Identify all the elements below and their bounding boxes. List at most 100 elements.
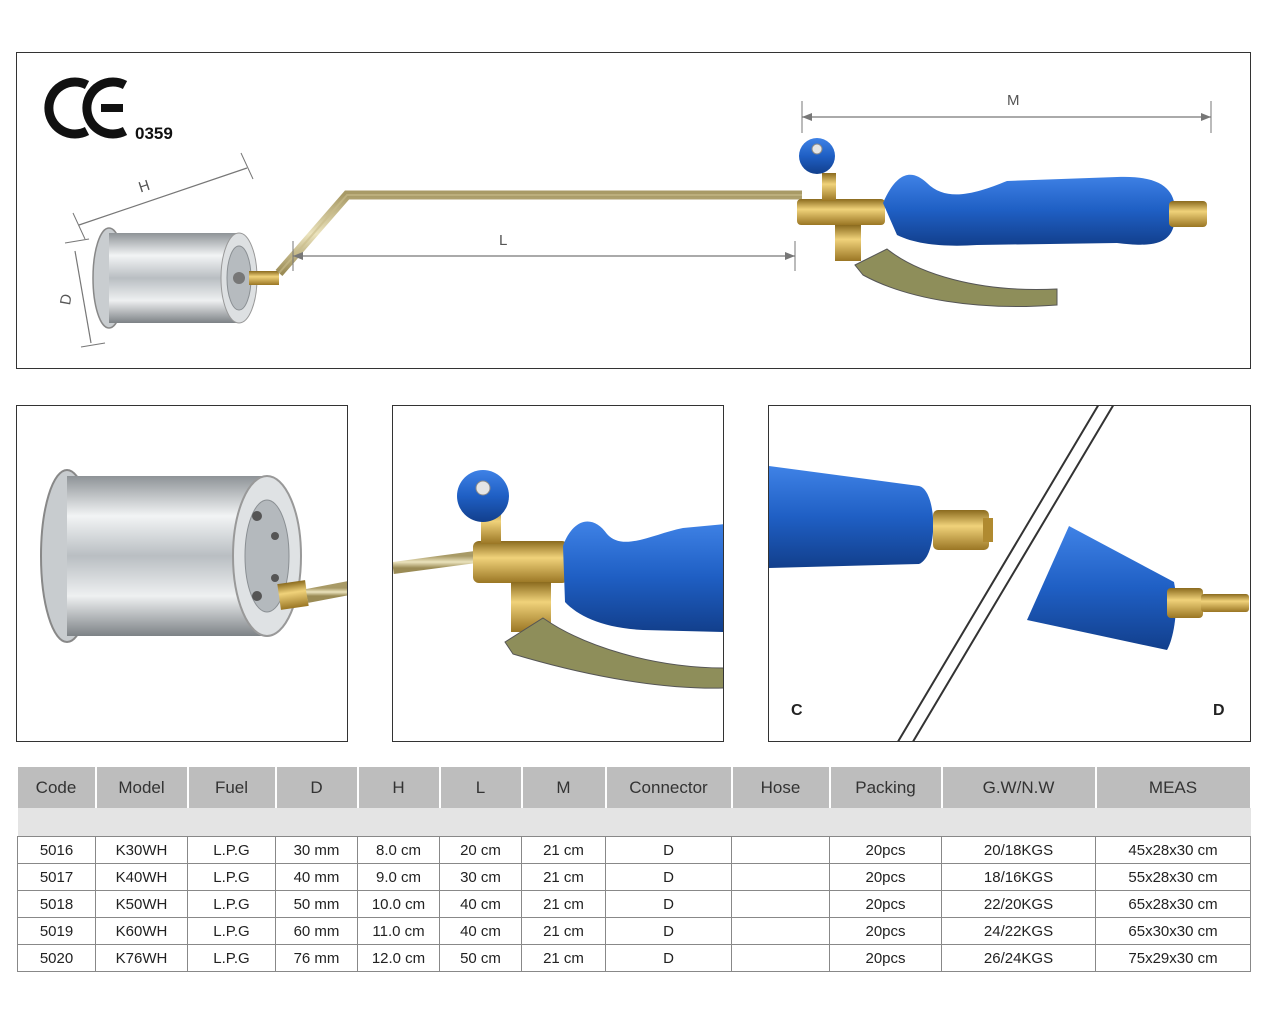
hose-connector (1169, 201, 1207, 227)
cell-model: K60WH (95, 917, 188, 945)
table-row: 5018 K50WH L.P.G 50 mm 10.0 cm 40 cm 21 … (17, 890, 1251, 918)
cell-m: 21 cm (521, 836, 606, 864)
header-connector: Connector (605, 767, 733, 808)
cell-l: 30 cm (439, 863, 522, 891)
dim-l-label: L (499, 232, 507, 249)
header-gw-nw: G.W/N.W (941, 767, 1097, 808)
product-overview-panel: 0359 H D (16, 52, 1251, 369)
connector-detail-panel: C D (768, 405, 1251, 742)
cell-d: 40 mm (275, 863, 358, 891)
table-row: 5019 K60WH L.P.G 60 mm 11.0 cm 40 cm 21 … (17, 917, 1251, 945)
dimension-h: H (72, 152, 254, 240)
cell-fuel: L.P.G (187, 836, 276, 864)
cell-model: K76WH (95, 944, 188, 972)
cell-model: K40WH (95, 863, 188, 891)
cell-model: K50WH (95, 890, 188, 918)
cell-code: 5020 (17, 944, 96, 972)
cell-h: 11.0 cm (357, 917, 440, 945)
cell-connector: D (605, 917, 732, 945)
burner-detail-panel (16, 405, 348, 742)
cell-m: 21 cm (521, 944, 606, 972)
trigger-lever (854, 248, 1058, 307)
header-model: Model (95, 767, 189, 808)
cell-m: 21 cm (521, 917, 606, 945)
header-h: H (357, 767, 441, 808)
valve-detail-panel (392, 405, 724, 742)
cell-d: 50 mm (275, 890, 358, 918)
header-m: M (521, 767, 607, 808)
dim-m-label: M (1007, 92, 1020, 109)
table-row: 5017 K40WH L.P.G 40 mm 9.0 cm 30 cm 21 c… (17, 863, 1251, 891)
cell-h: 12.0 cm (357, 944, 440, 972)
cell-fuel: L.P.G (187, 890, 276, 918)
specification-table: Code Model Fuel D H L M Connector Hose P… (17, 767, 1252, 972)
cell-d: 76 mm (275, 944, 358, 972)
cell-d: 60 mm (275, 917, 358, 945)
cell-model: K30WH (95, 836, 188, 864)
cell-gw-nw: 24/22KGS (941, 917, 1096, 945)
cell-code: 5016 (17, 836, 96, 864)
table-row: 5016 K30WH L.P.G 30 mm 8.0 cm 20 cm 21 c… (17, 836, 1251, 864)
cell-packing: 20pcs (829, 944, 942, 972)
header-hose: Hose (731, 767, 831, 808)
cell-l: 40 cm (439, 917, 522, 945)
cell-gw-nw: 26/24KGS (941, 944, 1096, 972)
cell-h: 8.0 cm (357, 836, 440, 864)
detail-label-c: C (791, 702, 803, 719)
cell-l: 40 cm (439, 890, 522, 918)
header-l: L (439, 767, 523, 808)
cell-connector: D (605, 944, 732, 972)
valve-detail-image (393, 470, 723, 689)
cell-meas: 55x28x30 cm (1095, 863, 1251, 891)
detail-label-d: D (1213, 702, 1225, 719)
dimension-l: L (292, 232, 796, 271)
table-row: 5020 K76WH L.P.G 76 mm 12.0 cm 50 cm 21 … (17, 944, 1251, 972)
cell-hose (731, 863, 830, 891)
torch-diagram: 0359 H D (44, 77, 1212, 348)
cell-h: 9.0 cm (357, 863, 440, 891)
cell-meas: 75x29x30 cm (1095, 944, 1251, 972)
cell-fuel: L.P.G (187, 944, 276, 972)
header-meas: MEAS (1095, 767, 1252, 808)
table-spacer-row (17, 808, 1251, 837)
burner-head (92, 227, 258, 329)
handle-grip (883, 174, 1176, 246)
header-d: D (275, 767, 359, 808)
cell-hose (731, 917, 830, 945)
cell-connector: D (605, 890, 732, 918)
ce-number: 0359 (135, 124, 173, 143)
cell-hose (731, 890, 830, 918)
cell-packing: 20pcs (829, 836, 942, 864)
header-fuel: Fuel (187, 767, 277, 808)
cell-connector: D (605, 836, 732, 864)
cell-hose (731, 944, 830, 972)
cell-m: 21 cm (521, 890, 606, 918)
burner-detail-image (40, 469, 347, 643)
cell-h: 10.0 cm (357, 890, 440, 918)
ce-mark: 0359 (44, 77, 173, 143)
cell-meas: 65x28x30 cm (1095, 890, 1251, 918)
cell-code: 5018 (17, 890, 96, 918)
torch-tube (275, 190, 802, 276)
cell-packing: 20pcs (829, 863, 942, 891)
cell-packing: 20pcs (829, 890, 942, 918)
valve-assembly (797, 138, 885, 261)
cell-m: 21 cm (521, 863, 606, 891)
cell-meas: 45x28x30 cm (1095, 836, 1251, 864)
dim-h-label: H (137, 177, 153, 197)
cell-d: 30 mm (275, 836, 358, 864)
cell-gw-nw: 20/18KGS (941, 836, 1096, 864)
cell-meas: 65x30x30 cm (1095, 917, 1251, 945)
cell-fuel: L.P.G (187, 917, 276, 945)
cell-hose (731, 836, 830, 864)
nozzle-fitting (249, 271, 279, 285)
cell-gw-nw: 18/16KGS (941, 863, 1096, 891)
header-packing: Packing (829, 767, 943, 808)
connector-detail-image (769, 406, 1249, 741)
header-code: Code (17, 767, 97, 808)
dimension-d: D (57, 238, 106, 348)
cell-l: 20 cm (439, 836, 522, 864)
dimension-m: M (801, 92, 1212, 133)
cell-l: 50 cm (439, 944, 522, 972)
cell-connector: D (605, 863, 732, 891)
